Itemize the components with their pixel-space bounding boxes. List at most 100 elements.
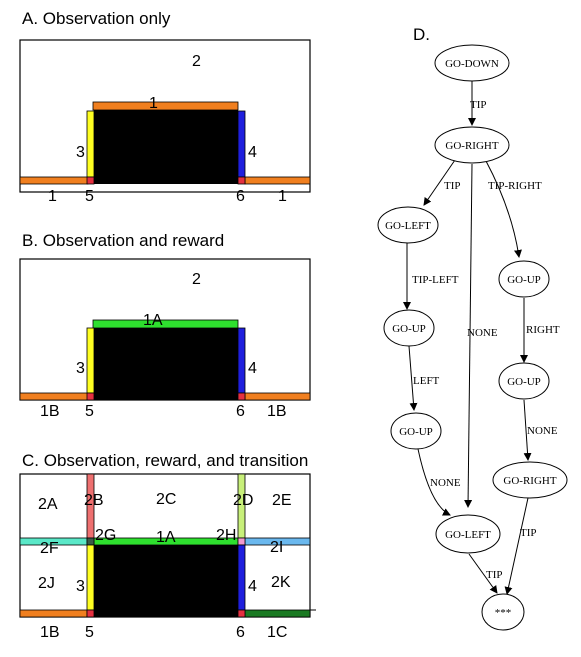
panel-c-corner-left (86, 609, 95, 618)
panel-b-label-floor-left: 1B (40, 403, 60, 420)
edge-label-tip-right: TIP-RIGHT (488, 180, 542, 192)
panel-c-cell-2G (86, 537, 95, 546)
panel-b-corner-left (86, 392, 95, 401)
panel-b-block (94, 328, 238, 400)
node-go-left-mid-label: GO-LEFT (385, 220, 431, 232)
panel-c-label-2F: 2F (40, 540, 59, 557)
panel-a: A. Observation only 2 1 3 4 1 1 5 6 (19, 9, 311, 205)
node-go-up-left-2 (390, 412, 442, 450)
panel-a-title: A. Observation only (22, 9, 171, 28)
panel-c-left-wall (86, 544, 95, 611)
panel-b-label-2: 2 (192, 271, 201, 288)
panel-c-label-3: 3 (76, 578, 85, 595)
edge-goright-end (504, 497, 529, 595)
edge-label-tip-4: TIP (520, 527, 537, 539)
node-go-left-mid (377, 206, 439, 244)
panel-c-label-2G: 2G (95, 527, 116, 544)
panel-b-floor-right (244, 392, 311, 401)
edge-goup-goleft-bottom (417, 448, 451, 516)
node-go-left-bottom (435, 514, 501, 554)
node-go-up-right-2 (498, 362, 550, 400)
edge-label-left: LEFT (413, 375, 440, 387)
node-go-up-left-1 (383, 309, 435, 347)
panel-a-corner-right (237, 176, 246, 185)
panel-a-label-2: 2 (192, 53, 201, 70)
panel-c-label-2I: 2I (270, 539, 283, 556)
panel-a-label-6: 6 (236, 188, 245, 205)
panel-c-cell-2H (237, 537, 246, 546)
panel-c-right-wall (237, 544, 246, 611)
panel-c-title: C. Observation, reward, and transition (22, 451, 308, 470)
panel-b-right-wall (237, 327, 246, 394)
node-go-right-top-label: GO-RIGHT (445, 140, 498, 152)
panel-c-label-2J: 2J (38, 575, 55, 592)
panel-a-floor-right (244, 176, 311, 185)
panel-a-roof (92, 101, 239, 111)
panel-b: B. Observation and reward 2 1A 3 4 1B 1B… (19, 231, 311, 420)
node-go-left-bottom-label: GO-LEFT (445, 529, 491, 541)
node-go-up-left-2-label: GO-UP (399, 426, 433, 438)
edge-label-right: RIGHT (526, 324, 560, 336)
panel-b-left-wall (86, 327, 95, 394)
panel-a-floor-left (19, 176, 89, 185)
node-go-up-right-1 (498, 260, 550, 298)
edge-goright-goleft (423, 159, 456, 206)
panel-c-label-2C: 2C (156, 491, 176, 508)
node-go-right-bottom (492, 461, 568, 499)
panel-c-label-2K: 2K (271, 574, 291, 591)
panel-c-label-floor-left: 1B (40, 624, 60, 641)
node-go-right-bottom-label: GO-RIGHT (503, 475, 556, 487)
panel-c-label-5: 5 (85, 624, 94, 641)
panel-a-corner-left (86, 176, 95, 185)
panel-a-label-floor-right: 1 (278, 188, 287, 205)
panel-a-block (94, 110, 238, 184)
node-go-up-right-1-label: GO-UP (507, 274, 541, 286)
panel-b-label-5: 5 (85, 403, 94, 420)
panel-c-block (94, 545, 238, 617)
edge-label-tip-1: TIP (470, 99, 487, 111)
panel-c-floor-left (19, 609, 88, 618)
panel-c-label-4: 4 (248, 578, 257, 595)
panel-a-label-roof: 1 (149, 95, 158, 112)
edge-label-none-2: NONE (527, 425, 558, 437)
edge-label-tip-2: TIP (444, 180, 461, 192)
edge-label-tip-3: TIP (486, 569, 503, 581)
panel-a-label-4: 4 (248, 144, 257, 161)
panel-a-label-floor-left: 1 (48, 188, 57, 205)
panel-b-label-3: 3 (76, 360, 85, 377)
panel-d: D. TIP TIP TIP-RIGHT NONE TIP-LEFT RIGHT… (377, 25, 568, 631)
node-go-right-top (434, 126, 510, 164)
panel-a-left-wall (86, 110, 95, 178)
panel-a-right-wall (237, 110, 246, 178)
node-end-label: *** (495, 607, 512, 619)
node-end (481, 593, 525, 631)
edge-goup-goup-left (408, 345, 418, 411)
panel-c-label-2H: 2H (216, 527, 236, 544)
edge-goright-goup (485, 160, 522, 258)
panel-b-label-4: 4 (248, 360, 257, 377)
panel-b-floor-left (19, 392, 89, 401)
panel-b-label-6: 6 (236, 403, 245, 420)
edge-goup-goright-bottom (523, 399, 532, 461)
edge-label-tip-left: TIP-LEFT (412, 274, 459, 286)
panel-c-label-6: 6 (236, 624, 245, 641)
panel-b-label-roof: 1A (143, 312, 163, 329)
node-go-up-right-2-label: GO-UP (507, 376, 541, 388)
panel-c-label-2E: 2E (272, 492, 292, 509)
node-go-down-label: GO-DOWN (445, 58, 499, 70)
panel-c-floor-right (244, 609, 311, 618)
panel-a-label-5: 5 (85, 188, 94, 205)
node-go-down (434, 44, 510, 82)
panel-c-label-2D: 2D (233, 492, 253, 509)
panel-c-label-floor-right: 1C (267, 624, 287, 641)
panel-b-corner-right (237, 392, 246, 401)
edge-goleft-end (468, 553, 498, 594)
panel-c-label-2A: 2A (38, 496, 58, 513)
edge-label-none-3: NONE (430, 477, 461, 489)
panel-c: C. Observation, reward, and transition 2… (19, 451, 316, 641)
panel-b-roof (92, 319, 239, 329)
panel-b-label-floor-right: 1B (267, 403, 287, 420)
edge-goright-goleft-bottom (464, 163, 473, 508)
panel-c-label-1A: 1A (156, 529, 176, 546)
